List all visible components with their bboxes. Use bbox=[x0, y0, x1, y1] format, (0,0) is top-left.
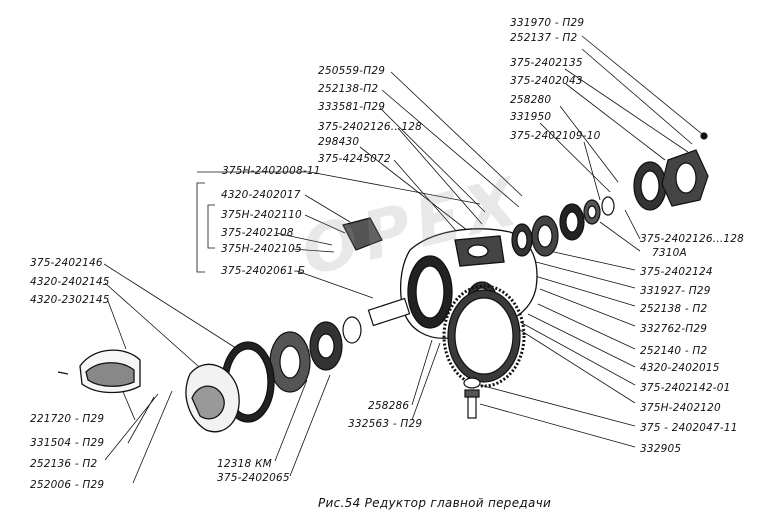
label-375-2402043: 375-2402043 bbox=[510, 75, 583, 87]
label-375n-2402008-11: 375Н-2402008-11 bbox=[222, 165, 321, 177]
label-331504-p29: 331504 - П29 bbox=[30, 437, 105, 449]
label-250559-p29: 250559-П29 bbox=[318, 65, 386, 77]
label-4320-2402145: 4320-2402145 bbox=[30, 276, 110, 288]
label-258286: 258286 bbox=[368, 400, 410, 412]
label-375-4245072: 375-4245072 bbox=[318, 153, 391, 165]
label-4320-2302145: 4320-2302145 bbox=[30, 294, 110, 306]
label-7310a: 7310А bbox=[652, 247, 687, 259]
label-375-2402142-01: 375-2402142-01 bbox=[640, 382, 731, 394]
label-252138-p2-right: 252138 - П2 bbox=[640, 303, 708, 315]
label-252140-p2: 252140 - П2 bbox=[640, 345, 708, 357]
label-12318-km: 12318 КМ bbox=[217, 458, 272, 470]
label-331950: 331950 bbox=[510, 111, 552, 123]
label-375n-2402105: 375Н-2402105 bbox=[221, 243, 302, 255]
label-252137-p2: 252137 - П2 bbox=[510, 32, 578, 44]
label-332905: 332905 bbox=[640, 443, 682, 455]
label-332762-p29: 332762-П29 bbox=[640, 323, 708, 335]
figure-caption: Рис.54 Редуктор главной передачи bbox=[318, 496, 552, 510]
label-375-2402109-10: 375-2402109-10 bbox=[510, 130, 601, 142]
label-298430: 298430 bbox=[318, 136, 360, 148]
label-375n-2402110: 375Н-2402110 bbox=[221, 209, 302, 221]
label-4320-2402017: 4320-2402017 bbox=[221, 189, 301, 201]
label-375-2402061-b: 375-2402061-Б bbox=[221, 265, 306, 277]
label-331927-p29: 331927- П29 bbox=[640, 285, 711, 297]
label-375-2402126-128-top: 375-2402126...128 bbox=[318, 121, 423, 133]
label-252006-p29: 252006 - П29 bbox=[30, 479, 105, 491]
label-258280: 258280 bbox=[510, 94, 552, 106]
label-375-2402124: 375-2402124 bbox=[640, 266, 713, 278]
label-4320-2402015: 4320-2402015 bbox=[640, 362, 720, 374]
label-375n-2402120: 375Н-2402120 bbox=[640, 402, 721, 414]
label-332563-p29: 332563 - П29 bbox=[348, 418, 423, 430]
label-221720-p29: 221720 - П29 bbox=[30, 413, 105, 425]
label-375-2402065: 375-2402065 bbox=[217, 472, 290, 484]
label-375-2402135: 375-2402135 bbox=[510, 57, 583, 69]
label-252136-p2: 252136 - П2 bbox=[30, 458, 98, 470]
label-333581-p29: 333581-П29 bbox=[318, 101, 386, 113]
label-252138-p2-top: 252138-П2 bbox=[318, 83, 379, 95]
label-375-2402146: 375-2402146 bbox=[30, 257, 103, 269]
label-375-2402108: 375-2402108 bbox=[221, 227, 294, 239]
label-375-2402047-11: 375 - 2402047-11 bbox=[640, 422, 738, 434]
label-375-2402126-128-right: 375-2402126...128 bbox=[640, 233, 745, 245]
label-331970-p29: 331970 - П29 bbox=[510, 17, 585, 29]
